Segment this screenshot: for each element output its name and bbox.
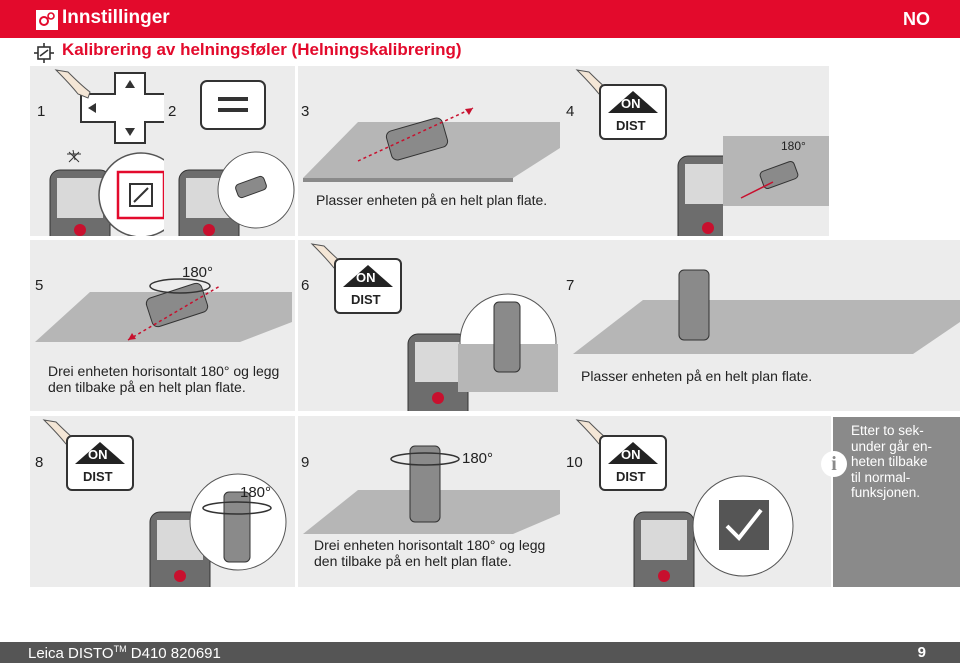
info-icon: i [821,451,847,477]
step-number: 5 [35,277,44,294]
triangle-icon [343,265,393,287]
flat-surface [573,269,960,354]
page-number: 9 [917,644,926,661]
info-panel: i Etter to sek- under går en- heten tilb… [821,417,960,587]
angle-label: 180° [182,264,214,281]
upright-device-zoom [458,293,558,392]
device-on-surface-zoom [217,151,295,229]
step-panel-3: 3 Plasser enheten på en helt plan flate. [298,66,563,236]
triangle-icon [75,442,125,464]
tilt-sensor-icon [34,43,54,63]
step-panel-6: 6 ON DIST [298,240,563,411]
equals-key-icon [200,80,266,130]
device-icon [407,333,469,411]
rotate-upright-zoom [189,473,287,571]
step-panel-8: 8 ON DIST 180° [30,416,295,587]
rotation-zoom [723,136,829,236]
flat-surface [303,107,560,182]
step-panel-4: 4 ON DIST 180° [563,66,829,236]
step-number: 1 [37,103,46,120]
info-line: under går en- [851,438,933,454]
angle-label: 180° [781,139,806,153]
step-caption: Plasser enheten på en helt plan flate. [316,192,548,208]
on-label: ON [621,447,641,462]
step-number: 2 [168,103,177,120]
device-icon [633,511,695,587]
angle-label: 180° [462,450,494,467]
step-number: 7 [566,277,575,294]
step-number: 10 [566,454,583,471]
dist-label: DIST [616,118,646,133]
footer-bar: Leica DISTOTM D410 820691 9 [0,642,960,663]
on-label: ON [88,447,108,462]
info-line: heten tilbake [851,454,928,469]
on-dist-key: ON DIST [599,435,667,491]
footer-model: Leica DISTOTM D410 820691 [28,644,221,662]
dist-label: DIST [83,469,113,484]
step-number: 8 [35,454,44,471]
info-text: Etter to sek- under går en- heten tilbak… [851,423,953,501]
info-line: funksjonen. [851,485,921,500]
step-caption-line-1: Drei enheten horisontalt 180° og legg [314,537,546,553]
dist-label: DIST [351,292,381,307]
step-caption-line-2: den tilbake på en helt plan flate. [48,379,246,395]
settings-icon [36,10,58,30]
step-panel-10: 10 ON DIST [563,416,831,587]
finger-icon [54,69,91,99]
step-caption-line-2: den tilbake på en helt plan flate. [314,553,512,569]
language-code: NO [903,9,930,29]
step-panel-7: 7 Plasser enheten på en helt plan flate. [563,240,960,411]
step-panel-2: 2 [164,66,295,236]
header-bar: Innstillinger NO [0,0,960,38]
dist-label: DIST [616,469,646,484]
step-number: 9 [301,454,310,471]
step-number: 4 [566,103,575,120]
on-dist-key: ON DIST [66,435,134,491]
trademark-mark: TM [113,644,127,654]
info-line: Etter to sek- [851,423,924,438]
on-dist-key: ON DIST [334,258,402,314]
triangle-icon [608,91,658,113]
model-number: D410 820691 [130,645,221,662]
section-title: Kalibrering av helningsføler (Helningska… [62,40,462,59]
step-caption-line-1: Drei enheten horisontalt 180° og legg [48,363,280,379]
flat-surface [303,445,560,534]
tilt-calibration-screen [98,152,184,236]
step-number: 3 [301,103,310,120]
page-title: Innstillinger [62,7,170,28]
on-label: ON [356,270,376,285]
on-label: ON [621,96,641,111]
brand-name: Leica DISTO [28,645,114,662]
angle-label: 180° [240,484,272,501]
step-panel-5: 5 180° Drei enheten horisontalt 180° og … [30,240,295,411]
step-caption: Plasser enheten på en helt plan flate. [581,368,813,384]
step-panel-9: 9 180° Drei enheten horisontalt 180° og … [298,416,563,587]
triangle-icon [608,442,658,464]
on-dist-key: ON DIST [599,84,667,140]
flat-surface [35,278,292,342]
device-icon [49,150,111,236]
step-number: 6 [301,277,310,294]
info-line: til normal- [851,469,911,485]
confirmation-screen [692,475,794,577]
